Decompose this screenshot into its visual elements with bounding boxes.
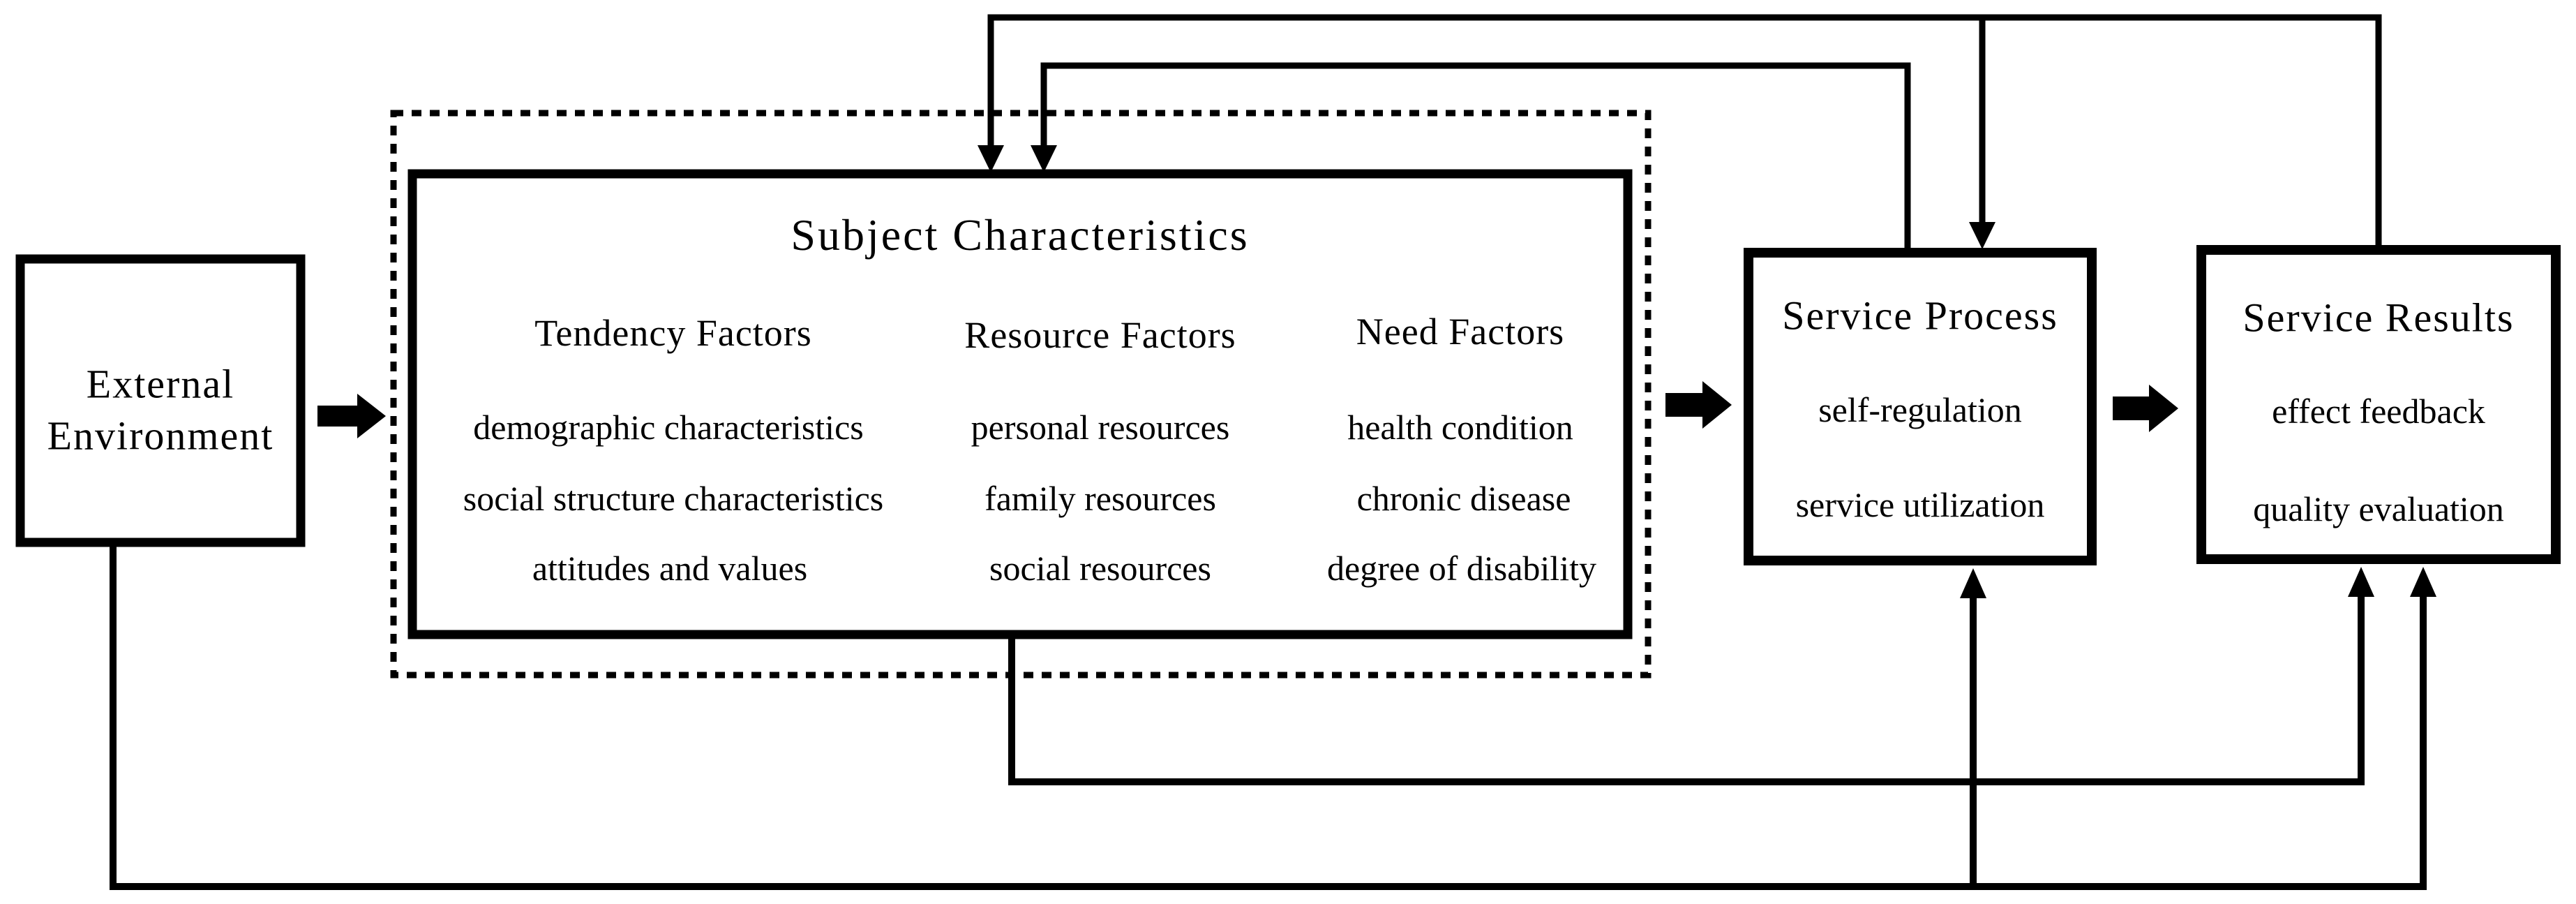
column-header-resource-factors: Resource Factors [964,314,1236,356]
service-results-item-quality-evaluation: quality evaluation [2253,489,2504,528]
subject-item-demographic-characteristics: demographic characteristics [473,408,864,447]
arrowhead-into-subject-top-left [978,145,1004,172]
service-process-item-service-utilization: service utilization [1795,485,2045,524]
service-results-box [2196,245,2561,564]
block-arrow-subject-to-process [1665,381,1732,429]
subject-item-family-resources: family resources [984,479,1216,518]
external-environment-box [15,254,306,547]
feedback-arrowheads-top [978,145,1995,249]
column-header-tendency-factors: Tendency Factors [534,312,812,354]
subject-item-health-condition: health condition [1347,408,1573,447]
subject-item-attitudes-and-values: attitudes and values [532,549,808,588]
line-subject-to-results [1008,593,2365,785]
subject-item-personal-resources: personal resources [971,408,1230,447]
arrowhead-into-service-process-top [1969,222,1995,249]
subject-item-chronic-disease: chronic disease [1356,479,1571,518]
column-header-need-factors: Need Factors [1356,311,1565,353]
arrowhead-into-process-bottom [1960,568,1986,598]
subject-inner-box [407,169,1633,639]
service-process-title: Service Process [1782,292,2058,339]
service-process-item-self-regulation: self-regulation [1818,390,2022,429]
block-arrow-process-to-results [2113,385,2178,432]
subject-characteristics-title: Subject Characteristics [791,210,1250,260]
service-process-box [1744,248,2097,565]
feedback-line-process-to-subject [1040,62,1911,251]
arrowheads-bottom [1960,567,2436,598]
subject-item-degree-of-disability: degree of disability [1327,549,1596,588]
arrowhead-into-results-bottom-right [2410,567,2436,597]
line-external-to-results-and-process [110,542,2427,890]
subject-item-social-structure-characteristics: social structure characteristics [463,479,884,518]
arrowhead-into-results-bottom-left [2348,567,2374,597]
service-results-item-effect-feedback: effect feedback [2272,392,2485,431]
external-environment-title-line2: Environment [47,413,274,459]
feedback-line-results-to-subject [987,14,2382,250]
arrowhead-into-subject-top-right [1031,145,1057,172]
service-results-title: Service Results [2242,295,2515,341]
subject-item-social-resources: social resources [989,549,1211,588]
external-environment-title-line1: External [86,361,235,407]
block-arrow-external-to-subject [317,394,386,438]
